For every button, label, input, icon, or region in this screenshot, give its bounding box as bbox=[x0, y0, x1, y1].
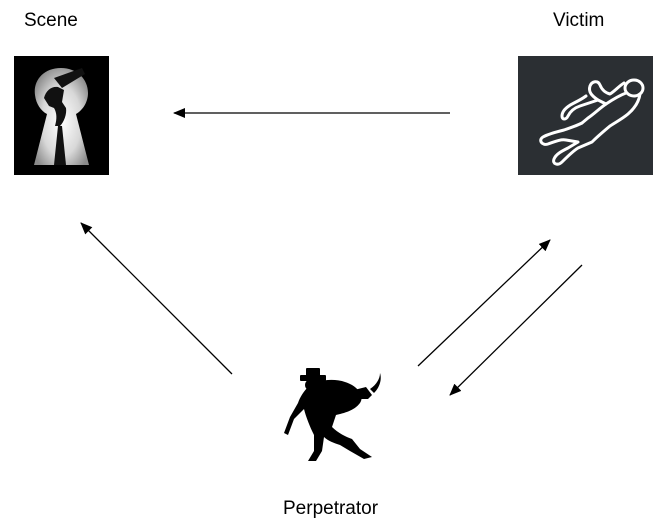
burglar-silhouette-icon bbox=[284, 368, 381, 461]
arrow-perpetrator-to-victim bbox=[417, 239, 551, 367]
perpetrator-label: Perpetrator bbox=[283, 498, 379, 519]
scene-label: Scene bbox=[24, 10, 78, 31]
perpetrator-node bbox=[280, 365, 385, 465]
scene-node bbox=[14, 56, 109, 175]
victim-label: Victim bbox=[553, 10, 605, 31]
victim-node bbox=[518, 56, 653, 175]
arrow-victim-to-perpetrator bbox=[449, 264, 583, 396]
chalk-outline-icon bbox=[518, 56, 653, 175]
keyhole-knife-icon bbox=[14, 56, 109, 175]
arrow-perpetrator-to-scene bbox=[80, 222, 233, 375]
